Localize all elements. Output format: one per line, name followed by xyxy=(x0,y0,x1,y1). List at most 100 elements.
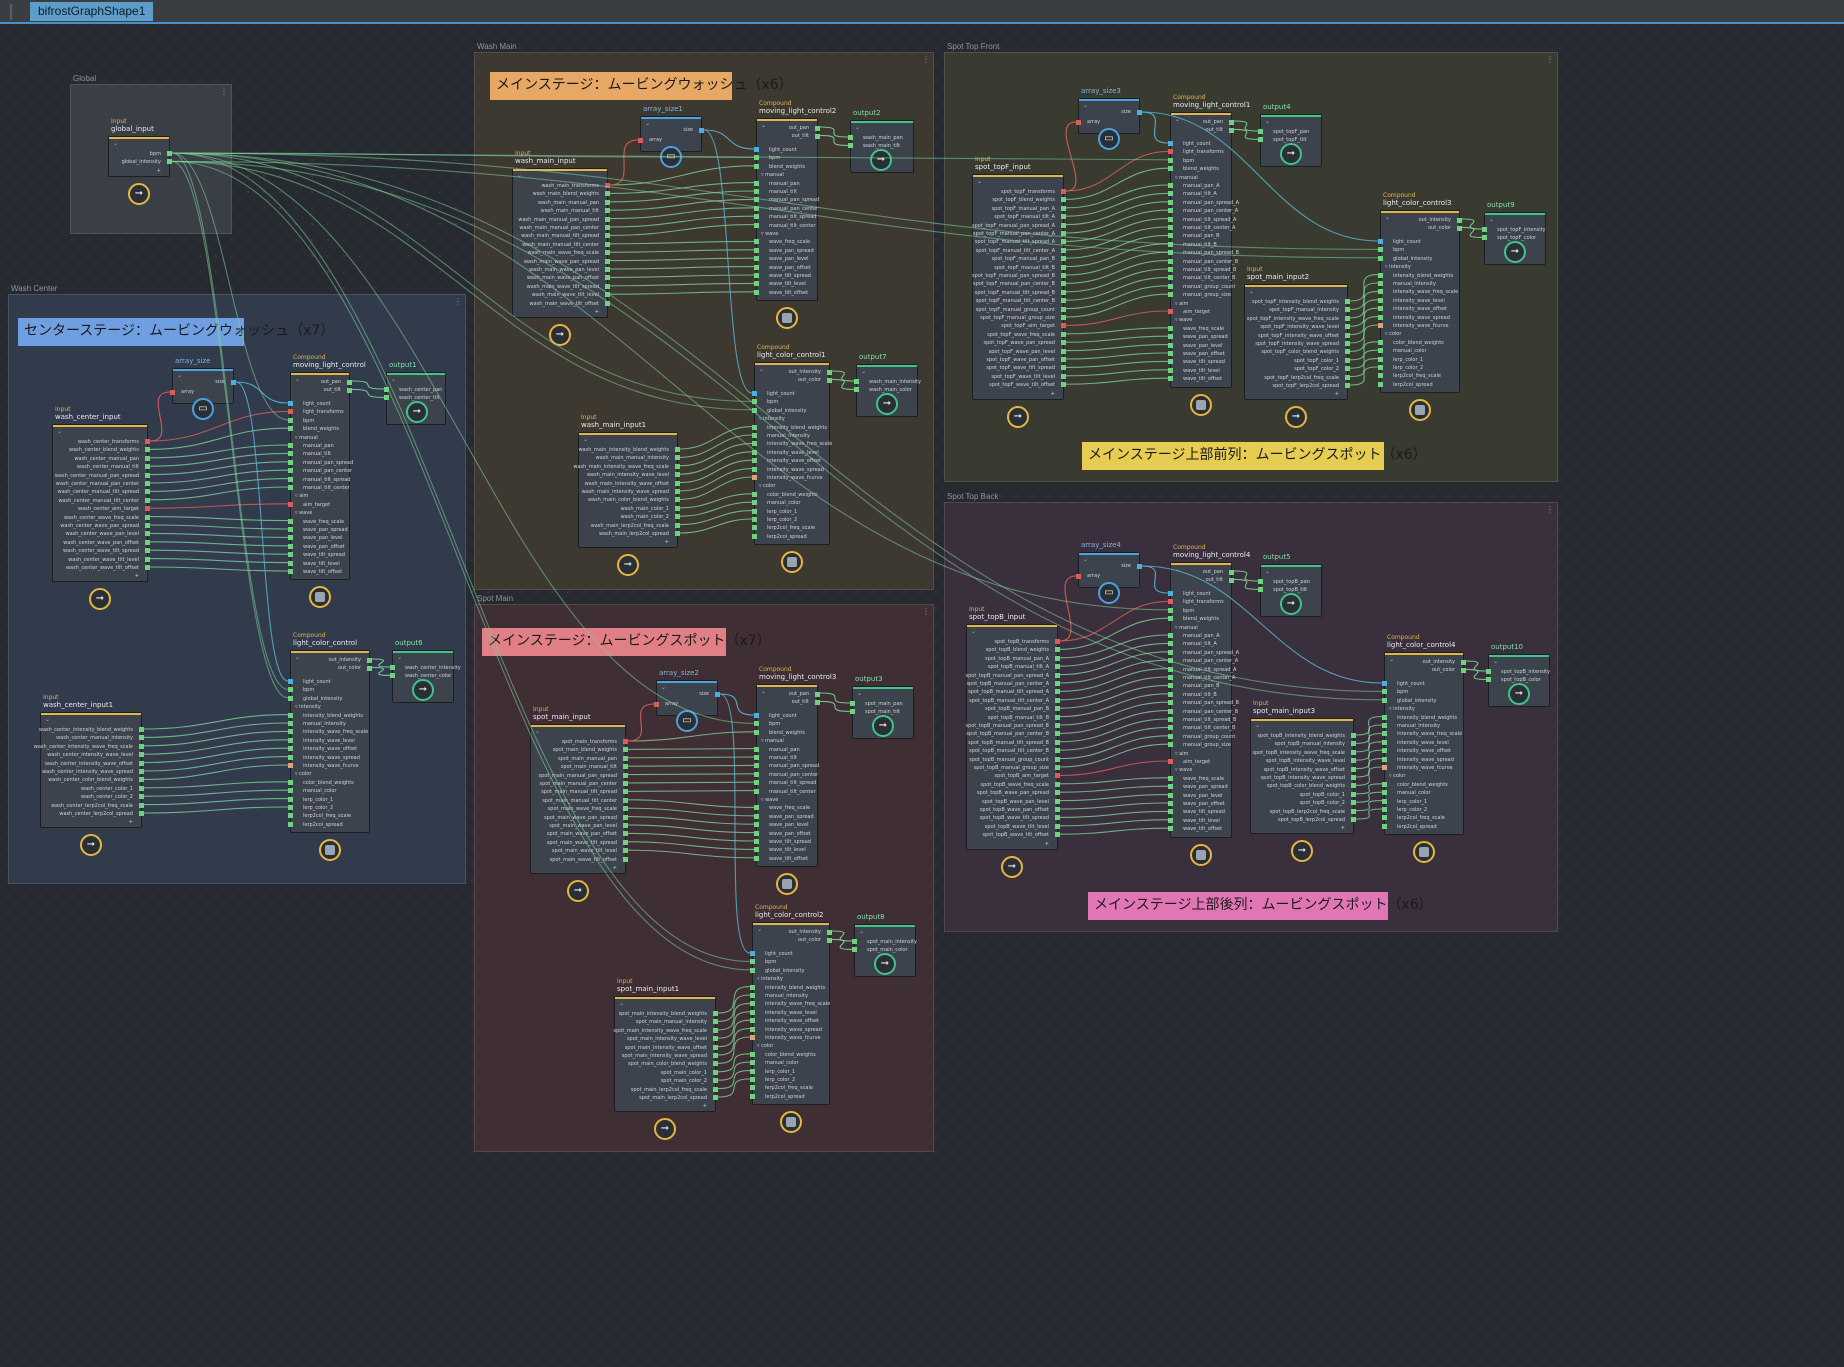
port-socket[interactable] xyxy=(1076,120,1081,125)
port-wave-tilt-spread[interactable]: wave_tilt_spread xyxy=(303,552,345,559)
port-manual-intensity[interactable]: manual_intensity xyxy=(1393,281,1436,287)
port-socket[interactable] xyxy=(1345,341,1350,346)
port-wave-freq-scale[interactable]: wave_freq_scale xyxy=(769,239,811,246)
port-spot-topF-manual-tilt-center-A[interactable]: spot_topF_manual_tilt_center_A xyxy=(975,247,1055,254)
collapse-chevron-icon[interactable]: ⌄ xyxy=(861,368,867,375)
port-spot-topB-manual-tilt-spread-B[interactable]: spot_topB_manual_tilt_spread_B xyxy=(968,739,1049,746)
port-socket[interactable] xyxy=(1345,315,1350,321)
port-light-count[interactable]: light_count xyxy=(765,951,793,957)
port-spot-topF-pan[interactable]: spot_topF_pan xyxy=(1273,129,1310,135)
port-socket[interactable] xyxy=(605,267,610,272)
port-socket[interactable] xyxy=(1382,739,1387,745)
port-intensity-wave-spread[interactable]: intensity_wave_spread xyxy=(765,1026,822,1033)
port-lerp-color-2[interactable]: lerp_color_2 xyxy=(303,805,334,811)
port-light-count[interactable]: light_count xyxy=(303,401,331,407)
port-wash-center-wave-pan-offset[interactable]: wash_center_wave_pan_offset xyxy=(63,539,139,546)
port-socket[interactable] xyxy=(1378,373,1383,379)
port-socket[interactable] xyxy=(623,772,628,778)
port-socket[interactable] xyxy=(288,746,293,752)
port-socket[interactable] xyxy=(139,727,144,732)
port-spot-topF-manual-pan-spread-B[interactable]: spot_topF_manual_pan_spread_B xyxy=(972,273,1055,279)
port-wash-main-color-1[interactable]: wash_main_color_1 xyxy=(620,505,669,512)
port-out-tilt[interactable]: out_tilt xyxy=(323,387,341,394)
port-socket[interactable] xyxy=(713,1036,718,1042)
port-socket[interactable] xyxy=(675,447,680,452)
port-lerp2col-spread[interactable]: lerp2col_spread xyxy=(1397,823,1437,830)
port-socket[interactable] xyxy=(1055,823,1060,829)
port-out-color[interactable]: out_color xyxy=(1427,225,1451,232)
port-intensity-wave-freq-scale[interactable]: intensity_wave_freq_scale xyxy=(1397,731,1463,738)
port-wash-main-tilt[interactable]: wash_main_tilt xyxy=(863,143,901,150)
port-socket[interactable] xyxy=(750,993,755,998)
port-socket[interactable] xyxy=(145,455,150,461)
port-wash-main-manual-pan-spread[interactable]: wash_main_manual_pan_spread xyxy=(518,216,599,223)
port-lerp-color-2[interactable]: lerp_color_2 xyxy=(1393,365,1424,371)
port-wave-pan-offset[interactable]: wave_pan_offset xyxy=(1183,801,1225,807)
port-socket[interactable] xyxy=(754,214,759,220)
port-socket[interactable] xyxy=(605,191,610,197)
port-socket[interactable] xyxy=(754,721,759,727)
port-light-transforms[interactable]: light_transforms xyxy=(1183,599,1224,606)
port-socket[interactable] xyxy=(750,1060,755,1066)
port-wave[interactable]: ▿ wave xyxy=(761,231,779,237)
port-color-blend-weights[interactable]: color_blend_weights xyxy=(765,1051,816,1058)
collapse-chevron-icon[interactable]: ⌄ xyxy=(1175,566,1181,573)
port-wash-center-wave-tilt-spread[interactable]: wash_center_wave_tilt_spread xyxy=(63,548,139,555)
port-socket[interactable] xyxy=(139,769,144,774)
port-wash-center-blend-weights[interactable]: wash_center_blend_weights xyxy=(69,447,139,454)
port-wash-main-intensity-blend-weights[interactable]: wash_main_intensity_blend_weights xyxy=(578,447,669,453)
port-light-count[interactable]: light_count xyxy=(1393,239,1421,245)
port-socket[interactable] xyxy=(139,811,144,816)
port-socket[interactable] xyxy=(623,823,628,828)
port-spot-main-color-1[interactable]: spot_main_color_1 xyxy=(660,1069,707,1076)
port-socket[interactable] xyxy=(852,947,857,953)
port-socket[interactable] xyxy=(1061,348,1066,354)
port-socket[interactable] xyxy=(167,159,172,165)
port-socket[interactable] xyxy=(623,764,628,770)
port-manual-pan-center-A[interactable]: manual_pan_center_A xyxy=(1183,658,1239,665)
add-port-icon[interactable]: + xyxy=(156,167,161,174)
port-manual-tilt-center-A[interactable]: manual_tilt_center_A xyxy=(1183,225,1236,231)
port-spot-topF-intensity-wave-level[interactable]: spot_topF_intensity_wave_level xyxy=(1260,324,1339,331)
port-socket[interactable] xyxy=(1061,340,1066,346)
port-wash-main-manual-tilt[interactable]: wash_main_manual_tilt xyxy=(540,208,599,215)
port-socket[interactable] xyxy=(1168,733,1173,739)
port-intensity-blend-weights[interactable]: intensity_blend_weights xyxy=(303,712,364,719)
port-bpm[interactable]: bpm xyxy=(1183,157,1195,164)
port-socket[interactable] xyxy=(1061,298,1066,304)
port-wave[interactable]: ▿ wave xyxy=(1175,767,1193,774)
port-wash-main-manual-pan[interactable]: wash_main_manual_pan xyxy=(537,199,599,206)
port-socket[interactable] xyxy=(1168,616,1173,622)
port-spot-topF-aim-target[interactable]: spot_topF_aim_target xyxy=(1001,323,1055,330)
port-spot-topB-manual-pan-A[interactable]: spot_topB_manual_pan_A xyxy=(985,655,1049,662)
port-spot-main-wave-tilt-offset[interactable]: spot_main_wave_tilt_offset xyxy=(549,856,617,863)
port-array[interactable]: array xyxy=(649,137,663,143)
port-manual-pan-B[interactable]: manual_pan_B xyxy=(1183,233,1220,240)
port-socket[interactable] xyxy=(752,533,757,539)
sticky-note-wash-center[interactable]: センターステージ：ムービングウォッシュ（x7） xyxy=(18,318,334,346)
port-socket[interactable] xyxy=(1345,332,1350,338)
port-wash-center-intensity-blend-weights[interactable]: wash_center_intensity_blend_weights xyxy=(38,727,133,733)
port-lerp-color-1[interactable]: lerp_color_1 xyxy=(1397,798,1428,805)
port-socket[interactable] xyxy=(1382,697,1387,703)
port-spot-topF-wave-freq-scale[interactable]: spot_topF_wave_freq_scale xyxy=(987,331,1055,338)
port-socket[interactable] xyxy=(288,426,293,432)
collapse-chevron-icon[interactable]: ⌄ xyxy=(761,122,767,129)
port-spot-topF-manual-tilt-B[interactable]: spot_topF_manual_tilt_B xyxy=(994,264,1055,271)
port-socket[interactable] xyxy=(1168,826,1173,832)
port-socket[interactable] xyxy=(1061,214,1066,220)
port-spot-topB-manual-tilt-B[interactable]: spot_topB_manual_tilt_B xyxy=(987,714,1049,721)
port-socket[interactable] xyxy=(752,500,757,506)
port-spot-topB-manual-pan-center-A[interactable]: spot_topB_manual_pan_center_A xyxy=(966,681,1049,687)
port-out-tilt[interactable]: out_tilt xyxy=(791,133,809,140)
port-socket[interactable] xyxy=(1351,817,1356,822)
port-wave-tilt-offset[interactable]: wave_tilt_offset xyxy=(769,289,809,296)
port-spot-topB-manual-group-size[interactable]: spot_topB_manual_group_size xyxy=(973,765,1049,771)
port-wash-main-intensity-wave-spread[interactable]: wash_main_intensity_wave_spread xyxy=(581,489,669,495)
collapse-chevron-icon[interactable]: ⌄ xyxy=(295,376,301,383)
port-socket[interactable] xyxy=(605,283,610,289)
port-socket[interactable] xyxy=(1055,731,1060,737)
